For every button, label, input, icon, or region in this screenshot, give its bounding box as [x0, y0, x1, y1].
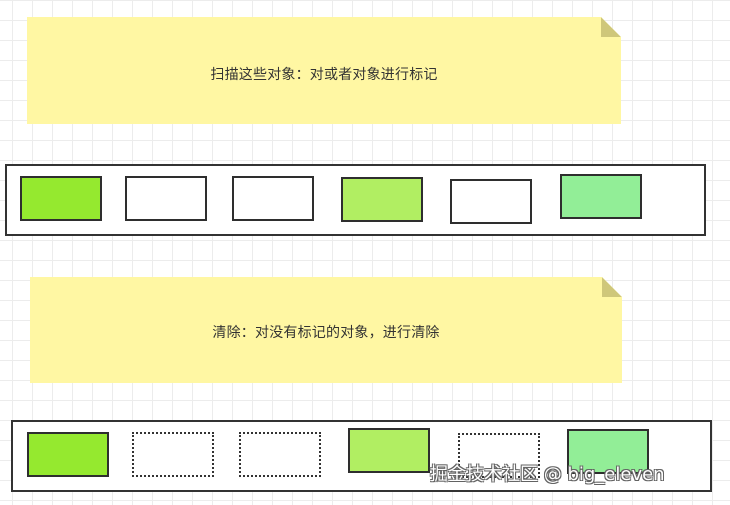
object-marked-6: [567, 429, 649, 474]
mark-phase-text: 扫描这些对象：对或者对象进行标记: [210, 67, 438, 83]
heap-after-sweep: [11, 420, 712, 492]
object-cleared-2: [132, 432, 214, 477]
object-marked-4: [348, 428, 430, 473]
mark-phase-note: 扫描这些对象：对或者对象进行标记: [27, 17, 621, 124]
note-fold-corner: [602, 277, 622, 297]
object-cleared-3: [239, 432, 321, 477]
object-marked-6: [560, 174, 642, 219]
object-marked-1: [27, 432, 109, 477]
sweep-phase-text: 清除：对没有标记的对象，进行清除: [212, 325, 440, 341]
sweep-phase-note: 清除：对没有标记的对象，进行清除: [30, 277, 622, 383]
object-cleared-5: [458, 433, 540, 478]
object-marked-1: [20, 176, 102, 221]
object-unmarked-3: [232, 176, 314, 221]
object-unmarked-2: [125, 176, 207, 221]
object-unmarked-5: [450, 179, 532, 224]
watermark: 掘金技术社区 @ big_eleven: [430, 464, 665, 485]
object-marked-4: [341, 177, 423, 222]
note-fold-corner: [601, 17, 621, 37]
heap-before-sweep: [5, 164, 706, 236]
